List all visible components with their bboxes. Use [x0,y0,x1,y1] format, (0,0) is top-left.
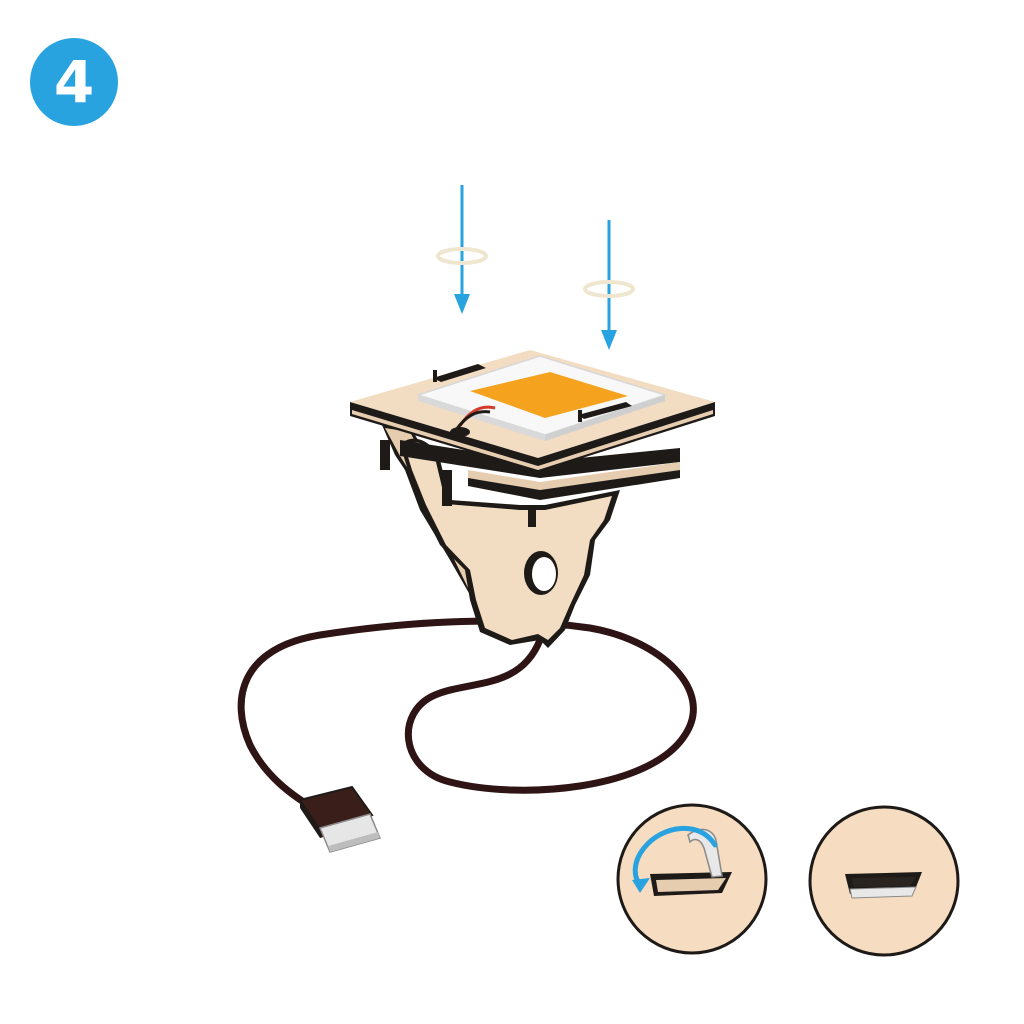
wooden-stand [380,425,620,648]
lower-plate [400,440,680,500]
top-plate [350,350,715,472]
insert-arrow-left [436,185,488,314]
insert-arrow-right [583,220,635,350]
detail-fold-tab [616,803,768,955]
step-number-badge: 4 [30,38,118,126]
plate-clip-right [578,402,632,422]
detail-folded-tab [808,805,960,957]
cable-wire [237,516,697,816]
usb-cable [237,516,697,853]
led-panel [470,372,628,418]
plate-clip-left [433,364,486,382]
led-wire-black [454,410,491,431]
fold-rotation-arrow [632,826,718,887]
washer-left [436,247,488,265]
step-number: 4 [53,48,95,116]
washer-right [583,280,635,298]
usb-plug [298,785,382,853]
